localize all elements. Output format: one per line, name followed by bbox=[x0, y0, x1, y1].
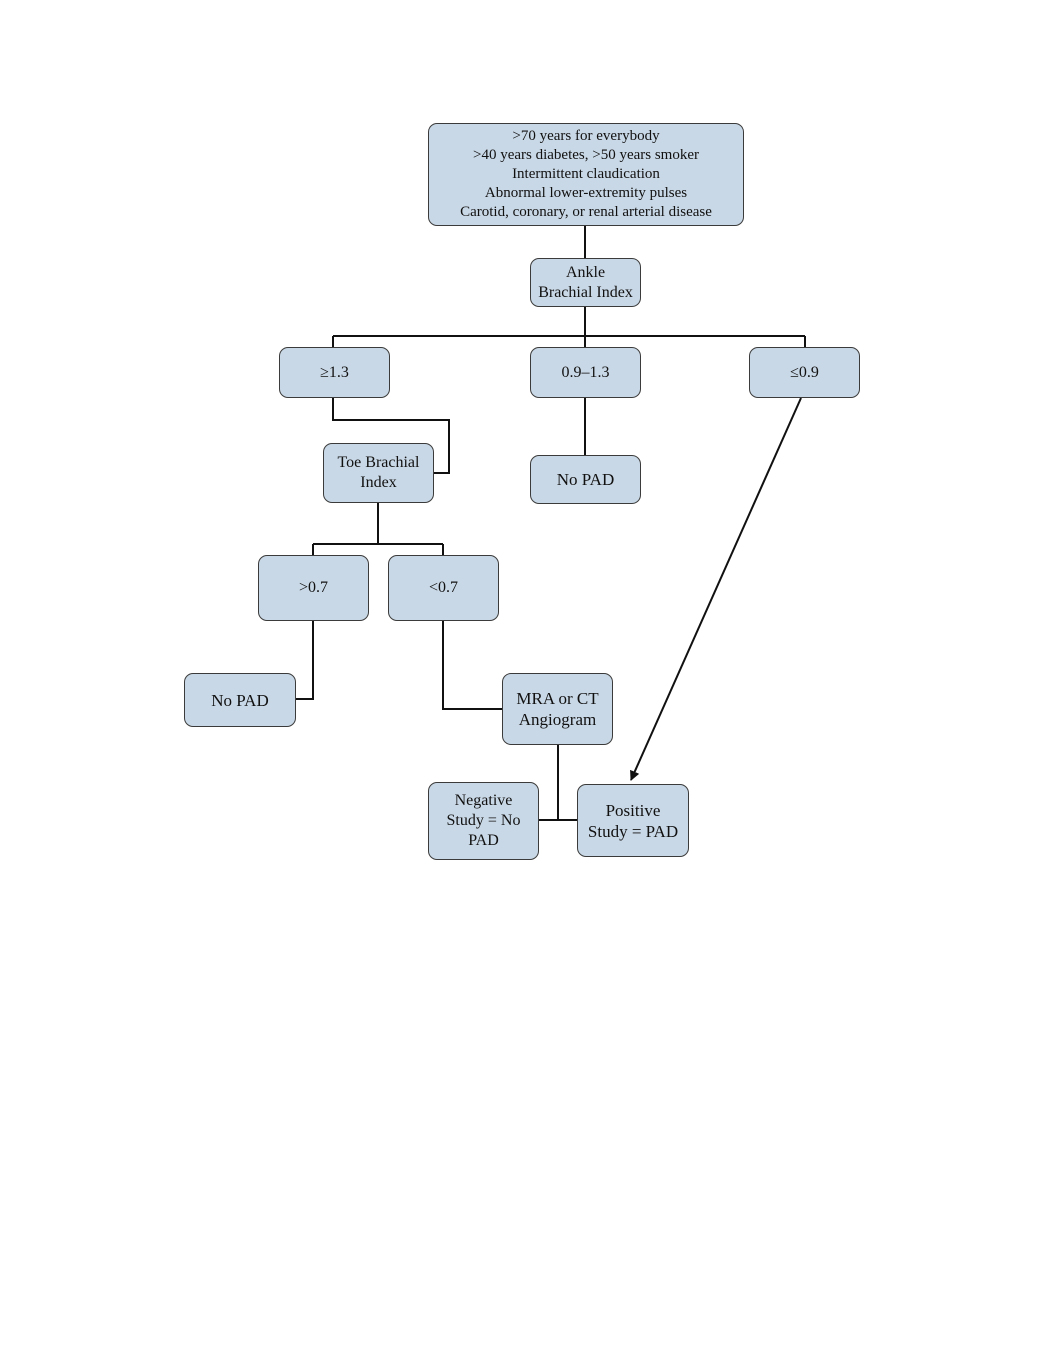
screening-criterion-1: >70 years for everybody bbox=[512, 128, 660, 144]
toe-brachial-index-box: Toe Brachial Index bbox=[323, 443, 434, 503]
screening-criterion-3: Intermittent claudication bbox=[512, 166, 660, 182]
no-pad-left-label: No PAD bbox=[211, 690, 269, 710]
screening-criterion-2: >40 years diabetes, >50 years smoker bbox=[472, 147, 700, 163]
abi-low-box: ≤0.9 bbox=[749, 347, 860, 398]
screening-criteria-box: >70 years for everybody >40 years diabet… bbox=[428, 123, 744, 226]
tbi-label-line-1: Toe Brachial bbox=[337, 454, 420, 471]
negative-study-box: Negative Study = No PAD bbox=[428, 782, 539, 860]
arrow-abi-low-to-positive bbox=[630, 397, 802, 781]
screening-criterion-4: Abnormal lower-extremity pulses bbox=[484, 185, 688, 201]
no-pad-middle-label: No PAD bbox=[556, 470, 615, 489]
tbi-low-box: <0.7 bbox=[388, 555, 499, 621]
abi-high-box: ≥1.3 bbox=[279, 347, 390, 398]
positive-label-line-1: Positive bbox=[605, 800, 661, 820]
connector-abi-high-to-tbi bbox=[332, 398, 450, 474]
negative-label-line-2: Study = No bbox=[446, 812, 521, 829]
angiogram-label-line-2: Angiogram bbox=[518, 710, 597, 729]
ankle-brachial-index-box: Ankle Brachial Index bbox=[530, 258, 641, 307]
tbi-label-line-2: Index bbox=[360, 474, 397, 491]
tbi-high-label: >0.7 bbox=[298, 579, 329, 596]
no-pad-middle-box: No PAD bbox=[530, 455, 641, 504]
negative-label-line-1: Negative bbox=[454, 792, 513, 809]
tbi-low-label: <0.7 bbox=[428, 579, 459, 596]
positive-study-box: Positive Study = PAD bbox=[577, 784, 689, 857]
screening-criterion-5: Carotid, coronary, or renal arterial dis… bbox=[460, 204, 712, 220]
connector-tbi-low-to-angiogram bbox=[442, 621, 502, 710]
tbi-high-box: >0.7 bbox=[258, 555, 369, 621]
angiogram-box: MRA or CT Angiogram bbox=[502, 673, 613, 745]
abi-normal-label: 0.9–1.3 bbox=[561, 363, 610, 381]
no-pad-left-box: No PAD bbox=[184, 673, 296, 727]
negative-label-line-3: PAD bbox=[468, 832, 499, 849]
positive-label-line-2: Study = PAD bbox=[587, 821, 679, 841]
abi-label-line-2: Brachial Index bbox=[538, 283, 633, 301]
abi-label-line-1: Ankle bbox=[565, 263, 606, 281]
connector-tbi-high-to-no-pad bbox=[296, 621, 314, 700]
abi-low-label: ≤0.9 bbox=[790, 363, 819, 381]
abi-normal-box: 0.9–1.3 bbox=[530, 347, 641, 398]
angiogram-label-line-1: MRA or CT bbox=[516, 689, 599, 708]
abi-high-label: ≥1.3 bbox=[320, 363, 349, 381]
